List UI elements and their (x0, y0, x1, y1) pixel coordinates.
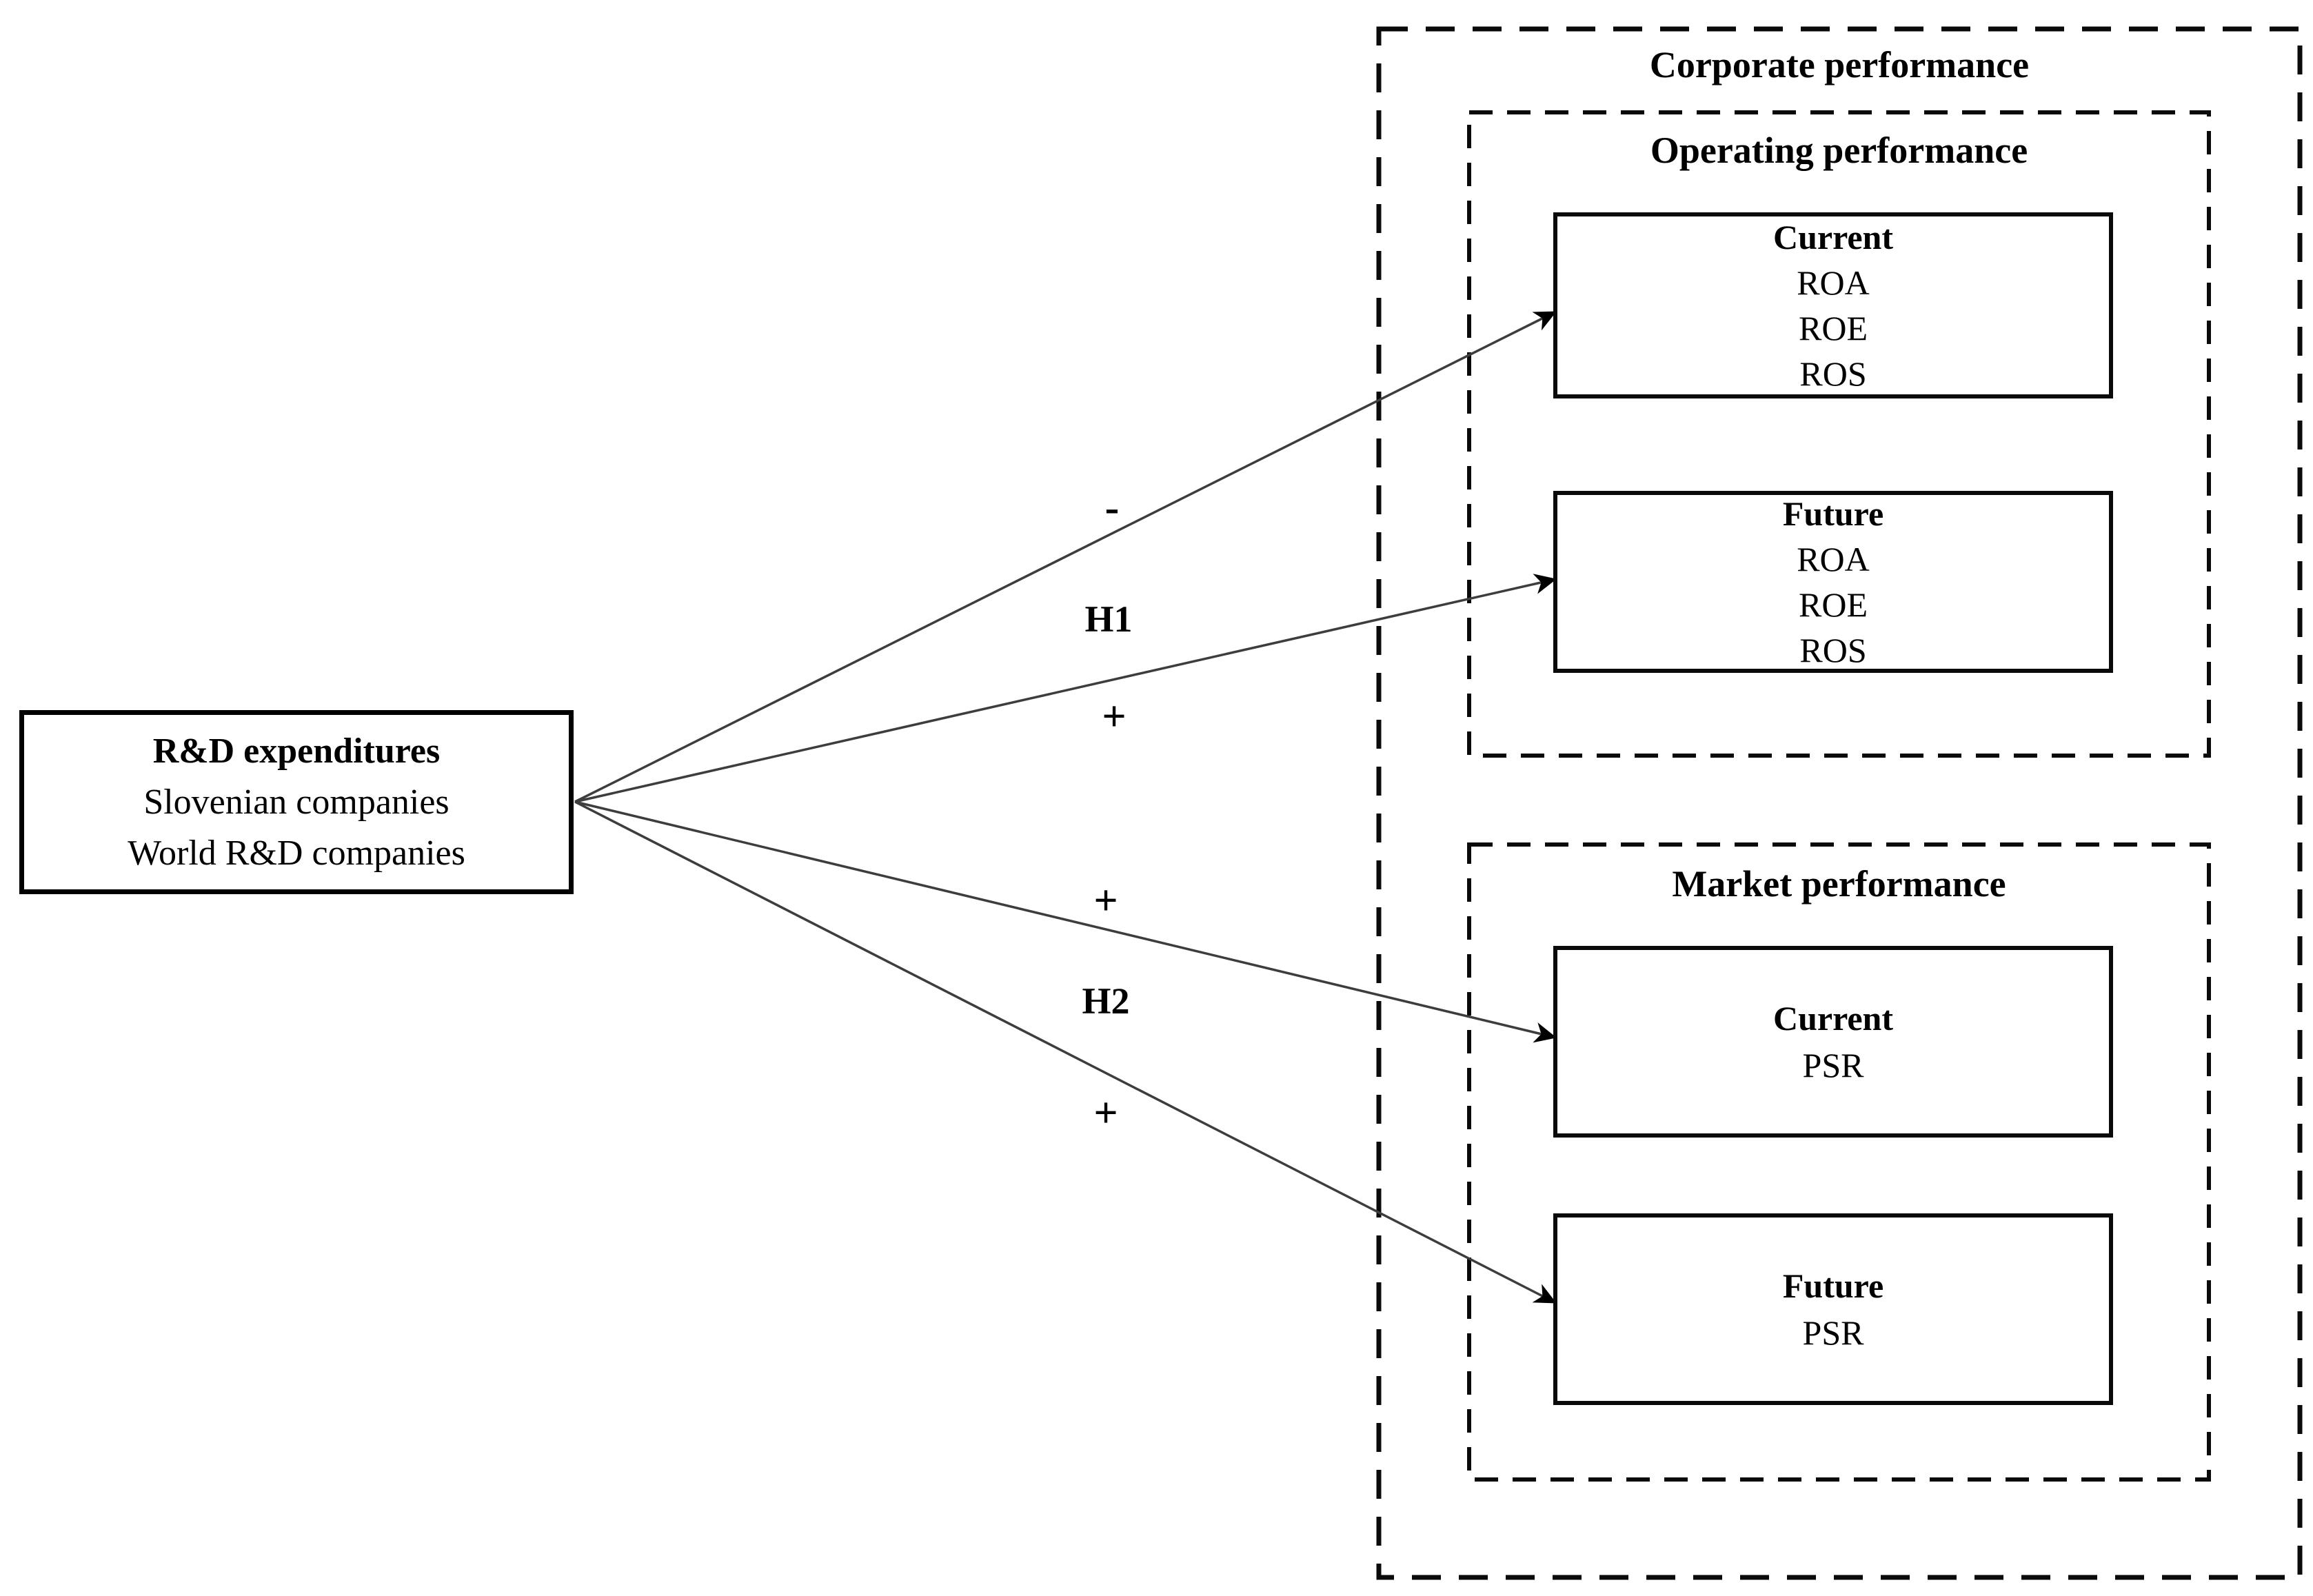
h2-label: H2 (1082, 980, 1130, 1022)
market-current-title: Current (1772, 999, 1894, 1038)
operating-current-title: Current (1772, 218, 1894, 256)
h2-lower-sign-label: + (1093, 1089, 1118, 1137)
operating-future-title: Future (1782, 494, 1884, 533)
rd-expenditures-subtitle-1: Slovenian companies (143, 782, 450, 822)
operating-future-item-roe: ROE (1799, 585, 1868, 624)
arrow-h1-to-current-operating (574, 310, 1557, 803)
arrow-h2-to-current-market (574, 800, 1557, 1043)
rd-expenditures-title: R&D expenditures (152, 731, 441, 771)
corporate-performance-dashed-border (1376, 26, 2303, 1580)
operating-future-item-ros: ROS (1799, 631, 1867, 669)
arrow-h1-to-future-operating (574, 574, 1557, 803)
operating-current-box: Current ROA ROE ROS (1553, 212, 2113, 398)
operating-performance-dashed-border (1467, 110, 2211, 758)
market-future-item-psr: PSR (1802, 1313, 1864, 1352)
operating-performance-title: Operating performance (1650, 130, 2028, 171)
operating-current-item-ros: ROS (1799, 354, 1867, 393)
market-future-title: Future (1782, 1266, 1884, 1305)
h2-upper-sign-label: + (1093, 877, 1118, 925)
h1-upper-sign-label: - (1104, 484, 1120, 532)
operating-current-item-roa: ROA (1797, 263, 1870, 302)
arrow-h2-to-future-market (574, 800, 1557, 1304)
operating-future-box: Future ROA ROE ROS (1553, 491, 2113, 673)
operating-future-item-roa: ROA (1797, 540, 1870, 578)
corporate-performance-title: Corporate performance (1649, 44, 2030, 85)
market-performance-title: Market performance (1672, 863, 2006, 905)
market-current-item-psr: PSR (1802, 1046, 1864, 1084)
rd-expenditures-box: R&D expenditures Slovenian companies Wor… (19, 710, 574, 894)
market-current-box: Current PSR (1553, 946, 2113, 1138)
operating-current-item-roe: ROE (1799, 309, 1868, 347)
h1-label: H1 (1084, 598, 1133, 640)
h1-lower-sign-label: + (1102, 693, 1127, 740)
market-performance-dashed-border (1467, 842, 2211, 1482)
market-future-box: Future PSR (1553, 1213, 2113, 1405)
rd-expenditures-subtitle-2: World R&D companies (128, 833, 465, 873)
